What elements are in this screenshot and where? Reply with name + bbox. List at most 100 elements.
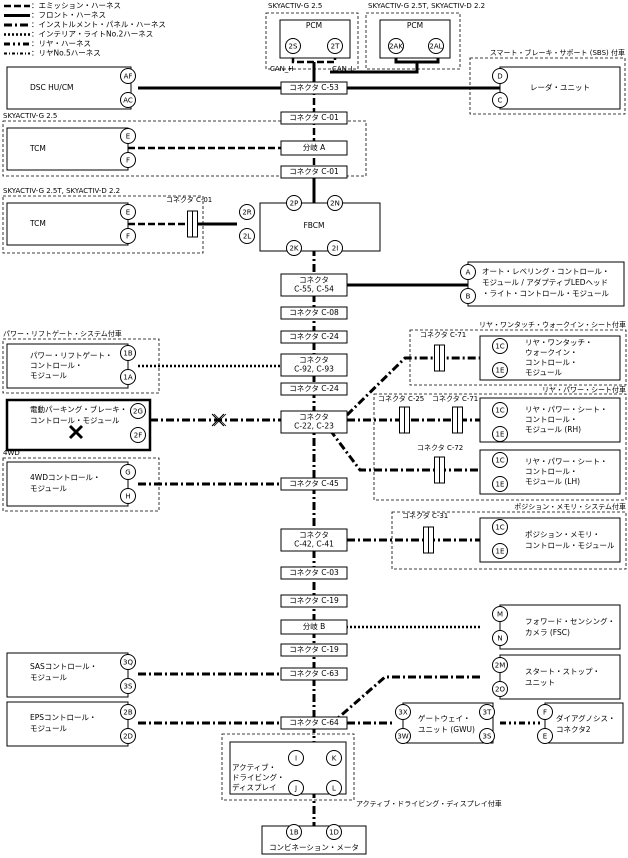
inline-c71b xyxy=(452,406,458,434)
liftgate-label-line: パワー・リフトゲート・ xyxy=(30,351,113,360)
sas-label-line: モジュール xyxy=(30,673,67,682)
pin-tcm1-e xyxy=(120,128,136,144)
connector-c08-label: コネクタ C-08 xyxy=(289,308,339,317)
pin-pcm1-2s xyxy=(285,38,301,54)
inline-c72-b xyxy=(439,456,445,484)
inline-c71a-b xyxy=(439,344,445,372)
connector-c01-a xyxy=(280,111,348,125)
inline-c71b-b xyxy=(457,406,463,434)
connector-c24-a-label: コネクタ C-24 xyxy=(289,332,339,341)
pin-awd-h xyxy=(120,488,136,504)
pin-fbcm-2n xyxy=(327,195,343,211)
pin-disp-j xyxy=(288,780,304,796)
pin-meter-1b xyxy=(286,824,302,840)
headlight-label-line: モジュール / アダプティブLEDヘッド xyxy=(482,277,608,287)
c25-label: コネクタ C-25 xyxy=(378,394,424,403)
connector-c55-c54 xyxy=(280,273,348,297)
pin-lift-1a-label: 1A xyxy=(123,374,132,382)
pin-sas-3q-label: 3Q xyxy=(123,659,133,667)
open-circuit-x-icon xyxy=(211,413,225,427)
awd-label-line: モジュール xyxy=(30,484,67,493)
pin-dlc-e xyxy=(537,728,553,744)
headlight-label-line: ・ライト・コントロール・モジュール xyxy=(482,289,609,298)
pin-tcm2-f-label: F xyxy=(126,233,130,241)
connector-c53-label: コネクタ C-53 xyxy=(289,83,339,92)
headlight-label-line: オート・レベリング・コントロール・ xyxy=(482,266,610,276)
diagram-boxes xyxy=(2,12,627,855)
pin-tcm2-2l-label: 2L xyxy=(243,233,251,241)
pin-dsc-af xyxy=(120,68,136,84)
seat-lh-label-line: リヤ・パワー・シート・ xyxy=(525,457,608,466)
pin-pcm2-2ak xyxy=(388,38,404,54)
pcm1-label: PCM xyxy=(306,21,322,30)
pin-disp-l-label: L xyxy=(332,785,336,793)
pin-pcm2-2al xyxy=(428,38,444,54)
line-walkin xyxy=(345,356,480,417)
start-stop-module xyxy=(499,654,621,700)
connector-c42-c41-label-line: コネクタ xyxy=(299,531,329,540)
pin-rh-1c xyxy=(492,402,508,418)
pin-walk-1c xyxy=(492,338,508,354)
walkin-label-line: リヤ・ワンタッチ・ xyxy=(525,338,593,347)
pin-dsc-ac-label: AC xyxy=(123,97,133,105)
pin-ss-2o xyxy=(492,681,508,697)
pin-head-b xyxy=(460,288,476,304)
meter-module xyxy=(261,825,367,855)
dsc-label: DSC HU/CM xyxy=(30,83,74,92)
pin-dsc-af-label: AF xyxy=(124,73,133,81)
inline-c01-tcm-b xyxy=(192,210,198,238)
pin-epb-2f xyxy=(130,427,146,443)
liftgate-module xyxy=(6,343,129,389)
pin-ss-2m xyxy=(492,657,508,673)
pin-eps-2d xyxy=(120,728,136,744)
headlight-module xyxy=(467,261,625,307)
sas-module xyxy=(6,652,129,698)
pin-disp-k-label: K xyxy=(332,755,337,763)
branch-a xyxy=(280,140,348,156)
c71a-label: コネクタ C-71 xyxy=(420,330,466,339)
connector-c45-label: コネクタ C-45 xyxy=(289,479,339,488)
pcm2-label: PCM xyxy=(407,21,423,30)
inline-c31-b xyxy=(428,526,434,554)
connector-c22-c23 xyxy=(280,410,348,434)
group-title-tcm1: SKYACTIV-G 2.5 xyxy=(3,112,57,120)
pin-pcm1-2s-label: 2S xyxy=(289,43,298,51)
liftgate-label-line: コントロール・ xyxy=(30,361,83,370)
connector-c92-c93-label-line: コネクタ xyxy=(299,356,329,365)
pin-gw-3s xyxy=(479,728,495,744)
pin-radar-c-label: C xyxy=(498,97,503,105)
epb-label-line: 電動パーキング・ブレーキ・ xyxy=(30,404,127,414)
gateway-label-line: ゲートウェイ・ xyxy=(418,714,471,723)
pin-tcm2-2l xyxy=(239,228,255,244)
pin-pcm2-2al-label: 2AL xyxy=(429,43,442,51)
pin-epb-2g-label: 2G xyxy=(133,408,143,416)
pin-tcm2-e-label: E xyxy=(126,209,130,217)
gateway-module xyxy=(402,702,494,744)
pin-dlc-e-label: E xyxy=(543,733,547,741)
legend-label-rear: ：リヤ・ハーネス xyxy=(31,39,91,48)
branch-b xyxy=(280,619,348,635)
pin-dlc-f-label: F xyxy=(543,709,547,717)
memory-label-line: コントロール・モジュール xyxy=(525,541,615,550)
pin-gw-3x xyxy=(395,704,411,720)
group-memory xyxy=(391,511,627,570)
pin-lift-1a xyxy=(120,369,136,385)
pin-lift-1b-label: 1B xyxy=(123,350,132,358)
group-title-pcm1: SKYACTIV-G 2.5 xyxy=(268,2,322,10)
connector-c63-label: コネクタ C-63 xyxy=(289,669,339,678)
eps-label-line: モジュール xyxy=(30,724,67,733)
gateway-label-line: ユニット (GWU) xyxy=(418,725,475,734)
radar-module xyxy=(499,66,621,110)
group-title-sbs: スマート・ブレーキ・サポート (SBS) 付車 xyxy=(490,48,625,57)
pin-gw-3x-label: 3X xyxy=(398,709,407,717)
tcm1-label: TCM xyxy=(29,144,46,153)
dsc-module xyxy=(6,66,132,110)
pin-sas-3s xyxy=(120,678,136,694)
pin-rh-1c-label: 1C xyxy=(495,407,504,415)
display-label-line: ドライビング・ xyxy=(232,772,285,782)
pin-mem-1e xyxy=(492,543,508,559)
pin-fsc-m xyxy=(492,606,508,622)
connector-c22-c23-label-line: C-22, C-23 xyxy=(294,422,334,431)
pin-ss-2m-label: 2M xyxy=(495,662,506,670)
